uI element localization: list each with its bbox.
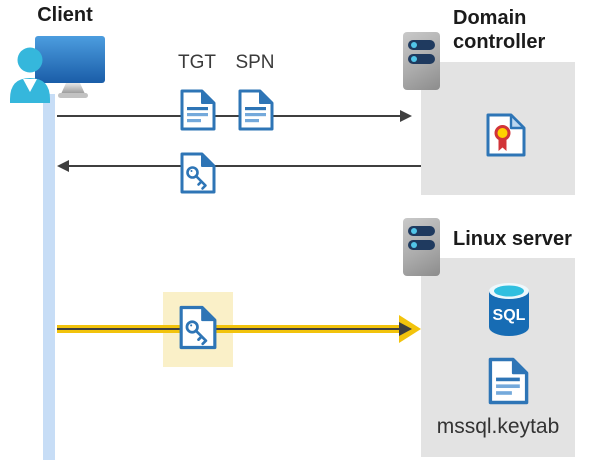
server-led bbox=[411, 228, 417, 234]
spn-document-icon bbox=[238, 89, 274, 131]
tgt-document-icon bbox=[180, 89, 216, 131]
request-arrow-head bbox=[400, 110, 412, 122]
server-led bbox=[411, 42, 417, 48]
linux-server-icon bbox=[403, 218, 440, 276]
ticket-key-document-icon bbox=[180, 152, 216, 194]
server-drive-bay bbox=[408, 226, 435, 236]
connection-arrow-core bbox=[57, 328, 400, 330]
keytab-filename-label: mssql.keytab bbox=[436, 415, 560, 438]
connection-arrow-head-inner bbox=[399, 322, 412, 336]
server-drive-bay bbox=[408, 40, 435, 50]
server-led bbox=[411, 56, 417, 62]
monitor-icon bbox=[35, 36, 105, 83]
spn-label: SPN bbox=[235, 52, 275, 73]
sql-badge-text: SQL bbox=[493, 307, 526, 324]
certificate-seal bbox=[494, 125, 511, 141]
monitor-stand bbox=[61, 83, 85, 94]
certificate-icon bbox=[486, 113, 526, 157]
sql-database-icon: SQL bbox=[489, 283, 529, 336]
domain-controller-server-icon bbox=[403, 32, 440, 90]
user-collar bbox=[23, 79, 37, 92]
tgt-label: TGT bbox=[178, 52, 216, 73]
server-drive-bay bbox=[408, 54, 435, 64]
user-head bbox=[17, 47, 43, 73]
client-label: Client bbox=[37, 4, 93, 26]
certificate-ribbon bbox=[498, 138, 507, 151]
request-arrow-line bbox=[57, 115, 401, 117]
response-arrow-head bbox=[57, 160, 69, 172]
server-drive-bay bbox=[408, 240, 435, 250]
monitor-base bbox=[58, 93, 88, 98]
server-led bbox=[411, 242, 417, 248]
client-computer-icon bbox=[10, 36, 105, 103]
client-lifeline bbox=[43, 94, 55, 460]
service-ticket-key-document-icon bbox=[179, 305, 217, 350]
linux-server-label: Linux server bbox=[453, 228, 572, 250]
keytab-document-icon bbox=[488, 357, 529, 405]
domain-controller-label: Domain controller bbox=[453, 7, 546, 53]
response-arrow-line bbox=[69, 165, 421, 167]
